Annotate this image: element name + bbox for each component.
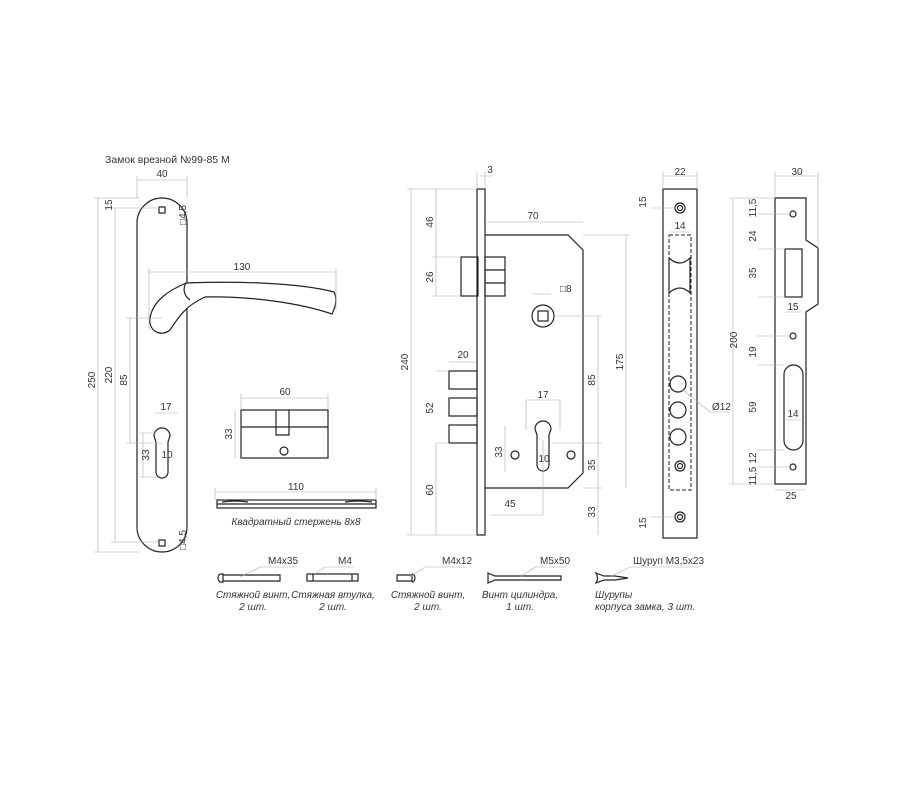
dim-52: 52 [425, 402, 436, 414]
dim-handle-220: 220 [104, 366, 115, 383]
dim-key-17: 17 [160, 402, 172, 413]
hardware-qty: 2 шт. [238, 602, 267, 613]
dim-handle-15: 15 [104, 199, 115, 211]
square-bar: 110 Квадратный стержень 8х8 [214, 482, 377, 528]
hardware-caption: Шурупы [595, 590, 633, 601]
dim-faceplate-bottom-15: 15 [638, 517, 649, 529]
dim-faceplate-14: 14 [674, 221, 686, 232]
hardware-spec: М4х12 [442, 556, 472, 567]
hardware-caption: Стяжная втулка, [291, 590, 375, 601]
dim-key-33: 33 [141, 449, 152, 461]
dim-33: 33 [587, 506, 598, 518]
dim-key-10: 10 [161, 450, 173, 461]
dim-handle-250: 250 [87, 371, 98, 388]
hardware-item: М4х35 Стяжной винт, 2 шт. [216, 556, 299, 613]
faceplate: 22 15 15 14 Ø12 [638, 167, 731, 539]
dim-key-17: 17 [537, 390, 549, 401]
dim-45: 45 [504, 499, 516, 510]
hardware-item: М4х12 Стяжной винт, 2 шт. [391, 556, 473, 613]
dim-bar-110: 110 [288, 482, 304, 493]
hardware-spec: М4 [338, 556, 352, 567]
dim-cylinder-60: 60 [279, 387, 291, 398]
hardware-qty: 2 шт. [318, 602, 347, 613]
dim-strike-30: 30 [791, 167, 803, 178]
handle-plate: 40 250 220 85 15 □4,5 □4,5 130 17 33 10 [87, 169, 337, 553]
dim-14: 14 [787, 409, 799, 420]
deadbolt [448, 397, 478, 417]
dim-12: 12 [748, 452, 759, 464]
dim-diameter-12: Ø12 [712, 402, 731, 413]
dim-24: 24 [748, 230, 759, 242]
dim-faceplate-22: 22 [674, 167, 686, 178]
dim-15: 15 [787, 302, 799, 313]
dim-26: 26 [425, 271, 436, 283]
dim-key-33: 33 [494, 446, 505, 458]
latch [460, 256, 479, 297]
dim-cylinder-33: 33 [224, 428, 235, 440]
dim-handle-85: 85 [119, 374, 130, 386]
dim-hole-top: □4,5 [178, 205, 189, 225]
hardware-caption: Стяжной винт, [391, 590, 465, 601]
dim-bolt-20: 20 [457, 350, 469, 361]
hardware-item: М4 Стяжная втулка, 2 шт. [291, 556, 375, 613]
dim-faceplate-top-15: 15 [638, 196, 649, 208]
deadbolt [448, 424, 478, 444]
hardware-spec: Шуруп М3,5х23 [633, 556, 704, 567]
hardware-qty: корпуса замка, 3 шт. [595, 602, 695, 613]
hardware-qty: 1 шт. [506, 602, 534, 613]
lock-body: 3 70 46 26 240 20 52 60 □8 85 175 17 33 … [400, 165, 630, 536]
dim-handle-width: 40 [156, 169, 168, 180]
lever-handle [149, 281, 337, 334]
dim-body-70: 70 [527, 211, 539, 222]
hardware-item: Шуруп М3,5х23 Шурупы корпуса замка, 3 шт… [594, 556, 704, 613]
hardware-caption: Винт цилиндра, [482, 590, 558, 601]
dim-59: 59 [748, 401, 759, 413]
dim-60: 60 [425, 484, 436, 496]
dim-lever-130: 130 [234, 262, 251, 273]
dim-25: 25 [785, 491, 797, 502]
hardware-spec: М4х35 [268, 556, 298, 567]
dim-key-10: 10 [538, 454, 550, 465]
dim-11-5-bottom: 11,5 [748, 466, 759, 485]
dim-85: 85 [587, 374, 598, 386]
hardware-item: М5х50 Винт цилиндра, 1 шт. [482, 556, 571, 613]
dim-240: 240 [400, 353, 411, 370]
drawing-title: Замок врезной №99-85 М [105, 154, 230, 166]
dim-hole-bottom: □4,5 [178, 530, 189, 550]
bar-caption: Квадратный стержень 8х8 [231, 517, 361, 528]
hardware-caption: Стяжной винт, [216, 590, 290, 601]
strike-plate: 30 200 11,5 24 35 15 19 59 14 12 11,5 25 [729, 167, 819, 502]
dim-square-8: □8 [560, 284, 572, 295]
dim-11-5-top: 11,5 [748, 198, 759, 217]
dim-plate-3: 3 [487, 165, 493, 176]
hardware-qty: 2 шт. [413, 602, 442, 613]
dim-35: 35 [748, 267, 759, 279]
dim-strike-200: 200 [729, 331, 740, 348]
cylinder: 60 33 [224, 387, 329, 459]
dim-175: 175 [615, 353, 626, 370]
spindle-hub [531, 304, 555, 328]
dim-35: 35 [587, 459, 598, 471]
keyhole-icon [534, 420, 552, 472]
keyhole-icon [153, 427, 171, 479]
deadbolt [448, 370, 478, 390]
dim-19: 19 [748, 346, 759, 358]
dim-46: 46 [425, 216, 436, 228]
hardware-spec: М5х50 [540, 556, 570, 567]
